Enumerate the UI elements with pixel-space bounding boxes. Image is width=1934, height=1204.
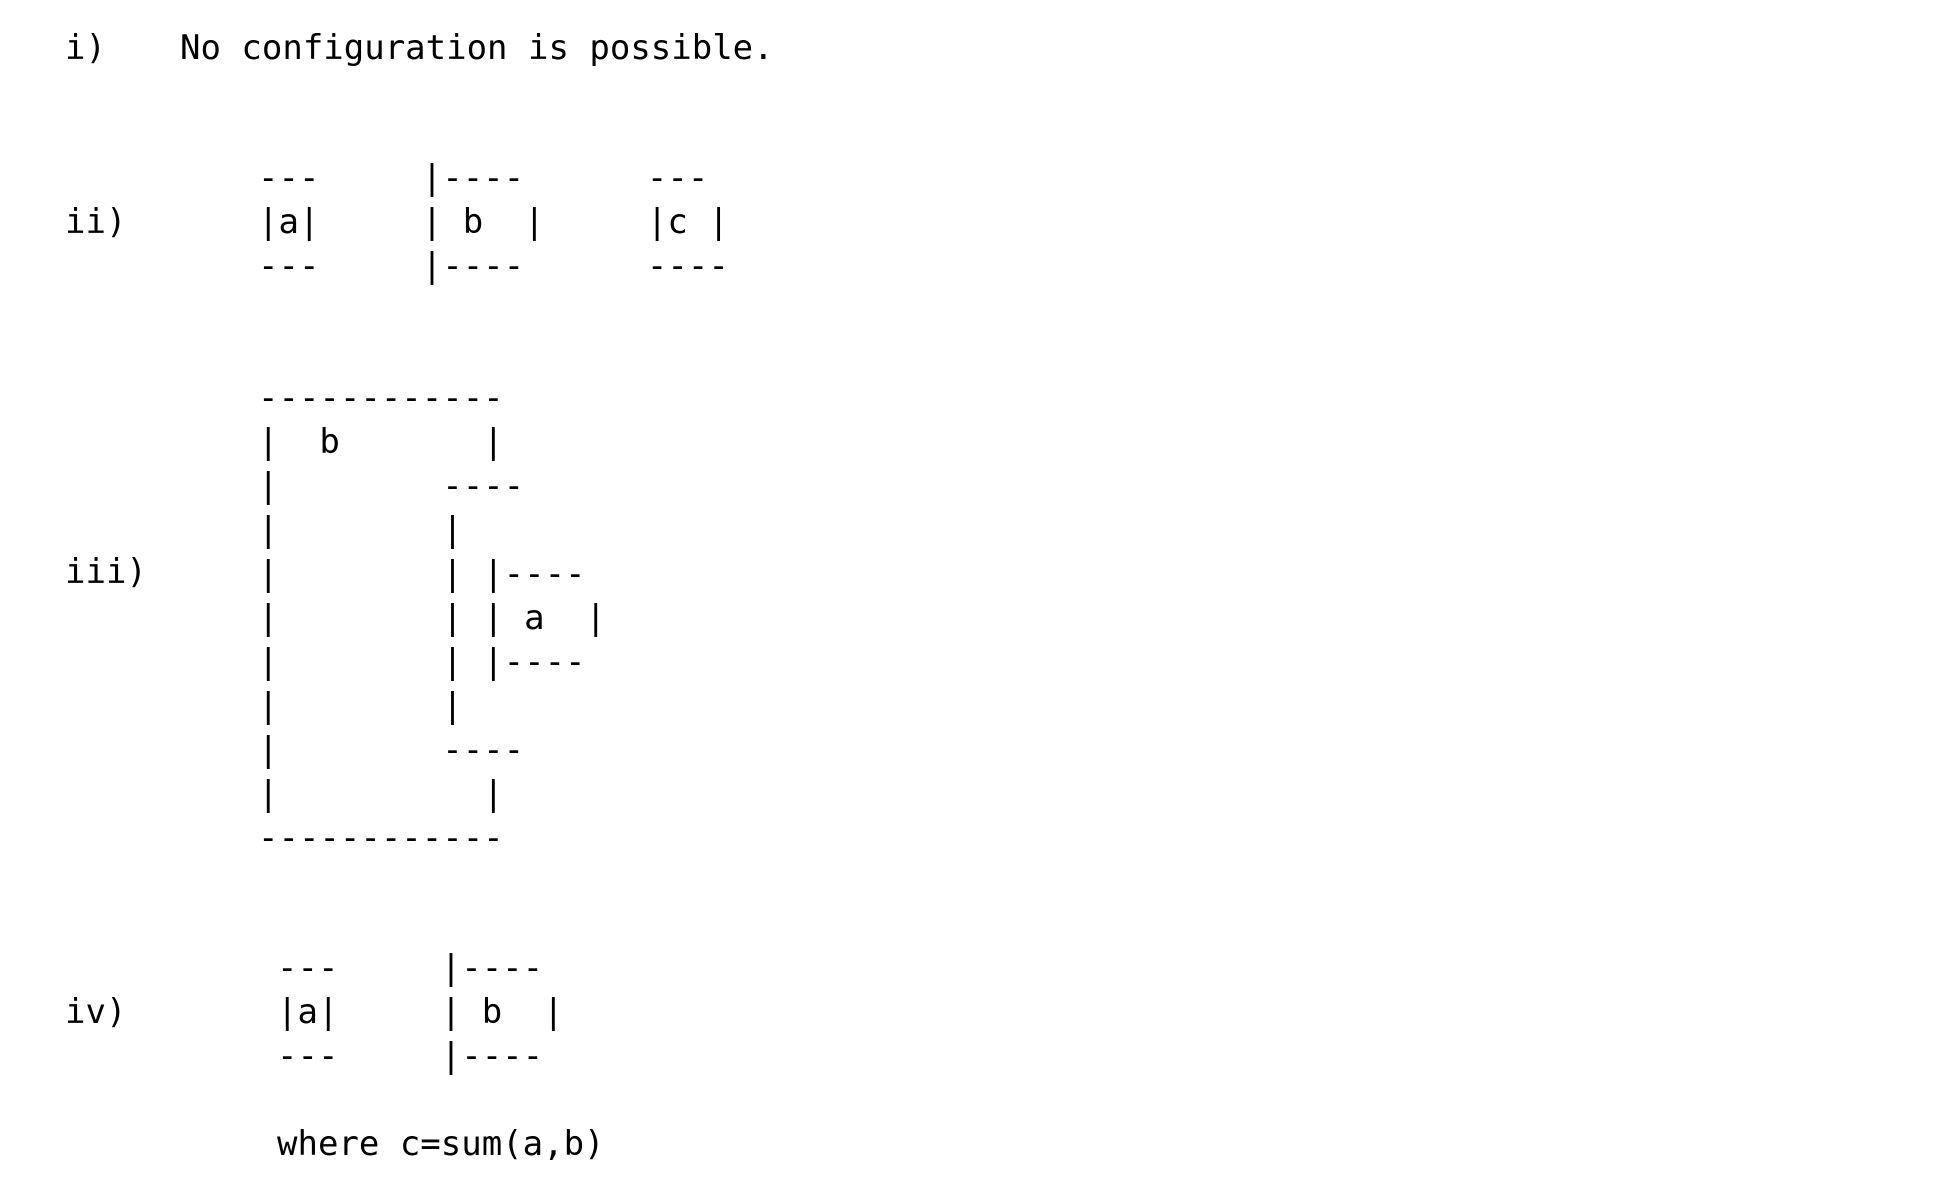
item-label-iv: iv) xyxy=(65,992,127,1032)
item-text-i: No configuration is possible. xyxy=(180,28,774,68)
item-label-i: i) xyxy=(65,28,106,68)
diagram-iii: ------------ | b | | ---- | | | | |---- … xyxy=(258,378,606,858)
item-label-ii: ii) xyxy=(65,202,127,242)
diagram-ii: --- |---- --- |a| | b | |c | --- |---- -… xyxy=(258,158,729,286)
item-note-iv: where c=sum(a,b) xyxy=(277,1124,605,1164)
item-label-iii: iii) xyxy=(65,552,147,592)
diagram-iv: --- |---- |a| | b | --- |---- xyxy=(277,948,564,1076)
